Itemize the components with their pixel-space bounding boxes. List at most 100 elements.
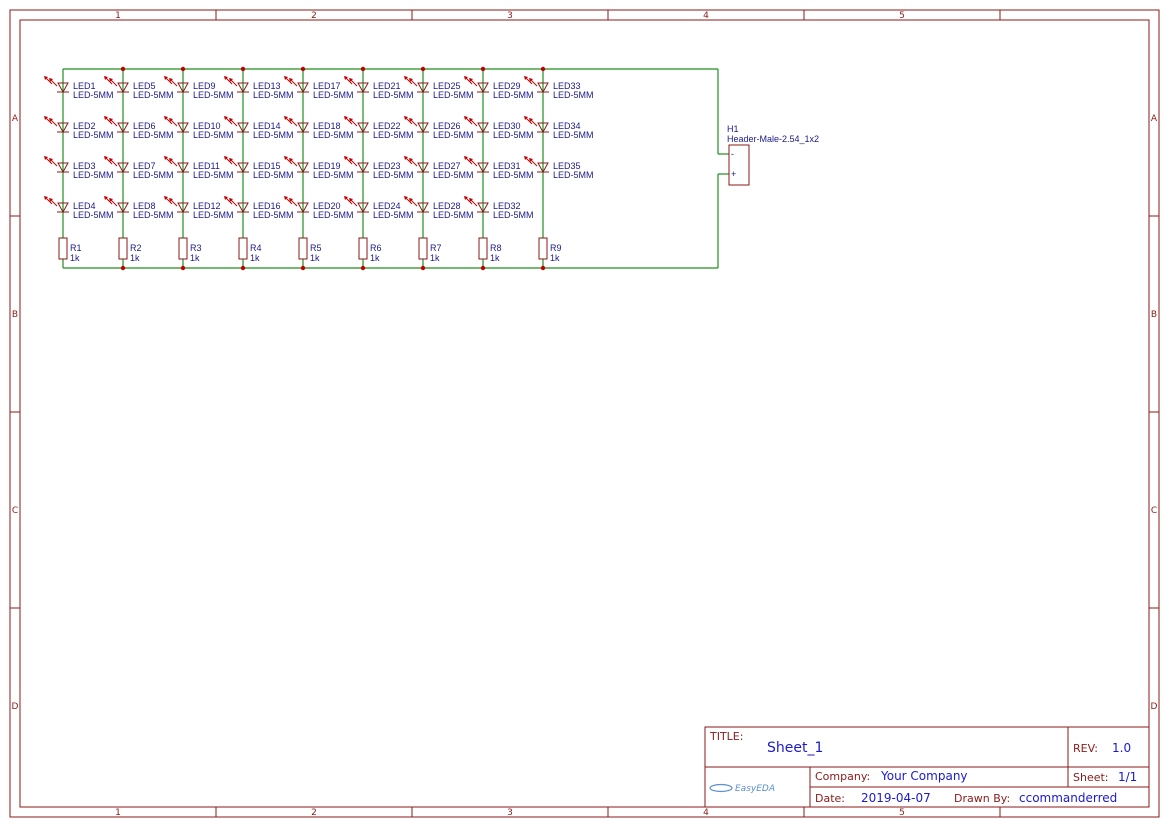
resistor-designator: R9 (550, 243, 562, 253)
led-value: LED-5MM (553, 170, 594, 180)
emission-arrowhead-icon (404, 156, 408, 160)
title-value: Sheet_1 (767, 740, 823, 756)
emission-arrowhead-icon (44, 156, 48, 160)
resistor-designator: R4 (250, 243, 262, 253)
led-designator: LED8 (133, 201, 156, 211)
resistor-value: 1k (70, 253, 80, 263)
resistor-value: 1k (190, 253, 200, 263)
diode-triangle (357, 162, 369, 174)
led-value: LED-5MM (313, 90, 354, 100)
emission-arrowhead-icon (289, 198, 293, 202)
led-designator: LED20 (313, 201, 341, 211)
junction-dot (180, 66, 186, 72)
diode-triangle (477, 82, 489, 94)
emission-arrowhead-icon (49, 118, 53, 122)
led-designator: LED35 (553, 161, 581, 171)
resistor-body (238, 237, 248, 260)
junction-dot (240, 265, 246, 271)
led-designator: LED28 (433, 201, 461, 211)
junction-dot (180, 265, 186, 271)
resistor-designator: R2 (130, 243, 142, 253)
led-designator: LED31 (493, 161, 521, 171)
emission-arrowhead-icon (469, 158, 473, 162)
led-designator: LED33 (553, 81, 581, 91)
emission-arrowhead-icon (344, 116, 348, 120)
emission-arrowhead-icon (284, 76, 288, 80)
led-designator: LED2 (73, 121, 96, 131)
diode-triangle (537, 82, 549, 94)
header-body (728, 144, 750, 186)
emission-arrowhead-icon (464, 156, 468, 160)
emission-arrowhead-icon (344, 76, 348, 80)
emission-arrowhead-icon (44, 196, 48, 200)
diode-triangle (117, 162, 129, 174)
resistor-body (178, 237, 188, 260)
emission-arrowhead-icon (169, 118, 173, 122)
led-value: LED-5MM (373, 90, 414, 100)
resistor-body (298, 237, 308, 260)
header-h1[interactable]: H1 Header-Male-2.54_1x2 - + (727, 124, 819, 186)
diode-triangle (57, 82, 69, 94)
led-designator: LED7 (133, 161, 156, 171)
junction-dot (300, 265, 306, 271)
led-value: LED-5MM (253, 90, 294, 100)
junction-dot (480, 66, 486, 72)
title-label: TITLE: (709, 730, 743, 743)
led-value: LED-5MM (73, 130, 114, 140)
frame-column-label-top: 5 (899, 11, 905, 21)
led-value: LED-5MM (253, 210, 294, 220)
emission-arrowhead-icon (104, 116, 108, 120)
emission-arrowhead-icon (409, 198, 413, 202)
diode-triangle (537, 122, 549, 134)
diode-triangle (57, 162, 69, 174)
frame-column-label-top: 4 (703, 11, 709, 21)
led-designator: LED25 (433, 81, 461, 91)
frame-column-label-bottom: 4 (703, 808, 709, 818)
emission-arrowhead-icon (409, 78, 413, 82)
